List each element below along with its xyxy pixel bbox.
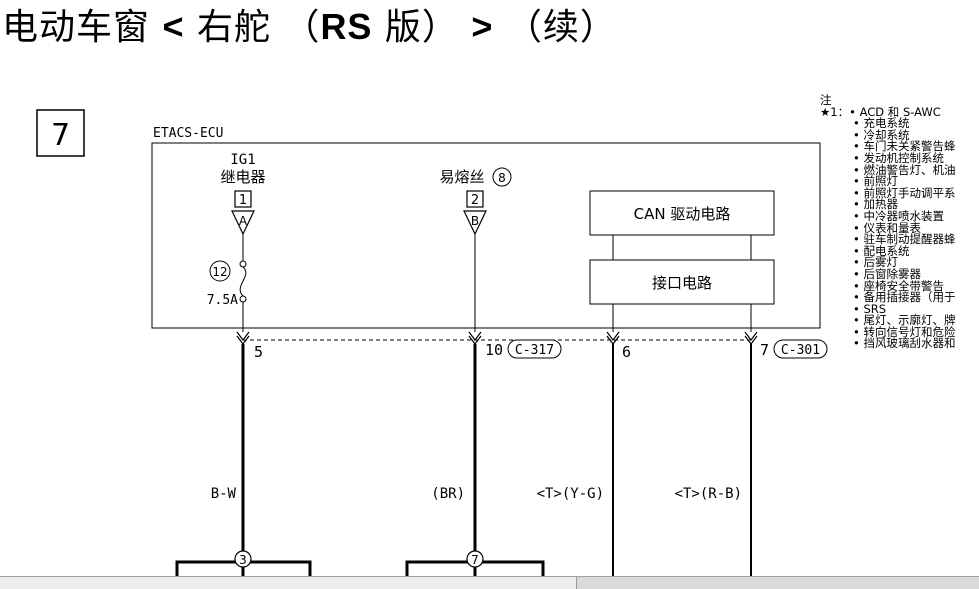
page-title: 电动车窗 < 右舵 （RS 版） > （续） [2, 6, 617, 48]
notes-item: • 后窗除雾器 [853, 266, 921, 281]
notes-item: • 充电系统 [853, 116, 910, 131]
fuse-number-circle [209, 260, 231, 282]
notes-item: • 前照灯手动调平系 [853, 185, 956, 200]
fuse-number: 12 [212, 265, 227, 279]
notes-star: ★1： [820, 104, 850, 119]
bottom-scrollbar[interactable] [0, 576, 979, 589]
notes-item: • 座椅安全带警告 [853, 278, 944, 293]
can-drive-label: CAN 驱动电路 [634, 205, 731, 223]
scrollbar-thumb[interactable] [84, 577, 577, 589]
fuse-terminal [239, 295, 247, 303]
pin-chevron-icon [744, 331, 758, 341]
notes-item: • 前照灯 [853, 174, 898, 189]
notes-heading: 注 [820, 93, 832, 107]
notes-item: • 配电系统 [853, 243, 910, 258]
wire-br-label: (BR) [431, 486, 465, 502]
ig1-num: 1 [239, 193, 247, 208]
pin-5: 5 [254, 343, 263, 361]
notes-item: • 挡风玻璃刮水器和 [853, 336, 956, 351]
connector-c301: C-301 [781, 343, 820, 358]
fusible-link-label: 易熔丝 [439, 168, 484, 186]
notes-item: • 备用插接器（用于 [853, 290, 956, 305]
interface-block [589, 259, 775, 305]
pin-7: 7 [760, 341, 769, 359]
ig1-arrow-icon [231, 210, 255, 236]
fusible-number: 8 [498, 171, 506, 185]
pin-chevron-icon [236, 331, 250, 341]
scrollbar-left-segment[interactable] [0, 577, 85, 589]
junction-3: 3 [239, 553, 247, 567]
notes-panel: 注 ★1：• ACD 和 S-AWC • 充电系统 • 冷却系统 • 车门未关紧… [820, 93, 956, 351]
fusible-num-box [466, 190, 484, 208]
junction-7-circle [466, 550, 484, 568]
fusible-num: 2 [471, 193, 479, 208]
junction-3-circle [234, 550, 252, 568]
wire-rb-label: <T>(R-B) [675, 486, 742, 502]
interface-label: 接口电路 [652, 274, 712, 292]
ig1-relay-label: 继电器 [220, 168, 265, 186]
notes-item: • 转向信号灯和危险 [853, 324, 956, 339]
notes-item: • 驻车制动提醒器蜂 [853, 232, 956, 247]
fusible-letter: B [471, 214, 479, 228]
notes-item: • 后雾灯 [853, 255, 898, 270]
ecu-label: ETACS-ECU [153, 126, 223, 141]
notes-item: • 中冷器喷水装置 [853, 208, 944, 223]
fusible-number-circle [492, 167, 512, 187]
wire-bw-label: B-W [211, 486, 237, 502]
notes-item: • 车门未关紧警告蜂 [853, 139, 956, 154]
connector-c317-badge [507, 339, 562, 359]
can-drive-block [589, 190, 775, 236]
page-number-box [36, 109, 85, 157]
fuse-terminal [239, 260, 247, 268]
pin-6: 6 [622, 343, 631, 361]
notes-item: • 冷却系统 [853, 127, 910, 142]
note-text: • ACD 和 S-AWC [849, 104, 941, 119]
ig1-letter: A [239, 214, 248, 228]
junction-7: 7 [471, 553, 479, 567]
pin-10: 10 [485, 341, 503, 359]
ig1-label: IG1 [230, 152, 255, 168]
fusible-arrow-icon [463, 210, 487, 236]
notes-item: • 燃油警告灯、机油 [853, 162, 956, 177]
fuse-icon [239, 266, 247, 297]
notes-item: • SRS [853, 301, 887, 316]
notes-item: ★1：• ACD 和 S-AWC [820, 104, 955, 119]
page-number: 7 [51, 118, 70, 153]
pin-chevron-icon [606, 331, 620, 341]
notes-item: • 尾灯、示廓灯、牌 [853, 313, 956, 328]
fuse-rating: 7.5A [207, 293, 238, 308]
ig1-num-box [234, 190, 252, 208]
notes-item: • 加热器 [853, 197, 898, 212]
notes-item: • 仪表和量表 [853, 220, 921, 235]
notes-item: • 发动机控制系统 [853, 150, 944, 165]
wire-yg-label: <T>(Y-G) [537, 486, 604, 502]
connector-c301-badge [773, 339, 828, 359]
pin-chevron-icon [468, 331, 482, 341]
ecu-box [151, 142, 821, 329]
connector-c317: C-317 [515, 343, 554, 358]
